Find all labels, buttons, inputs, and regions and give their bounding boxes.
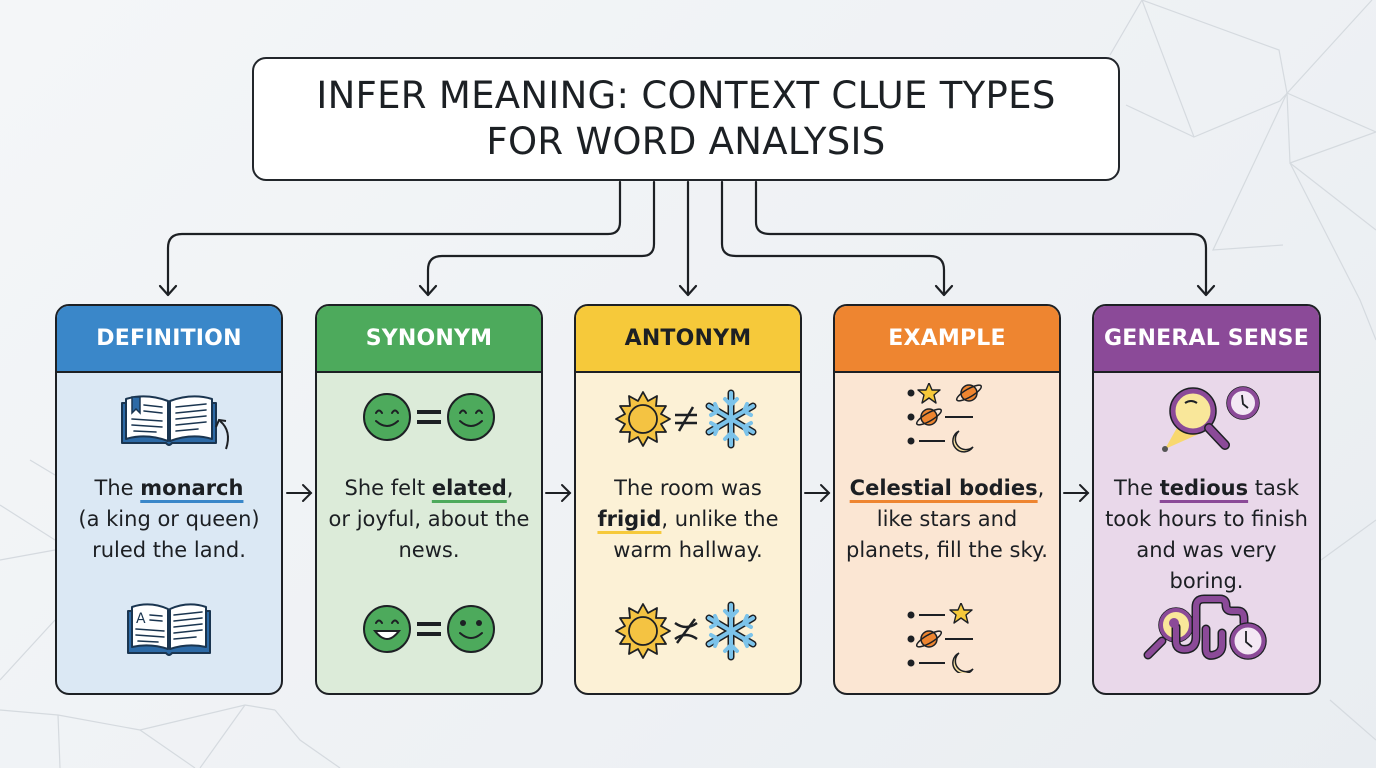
keyword-monarch: monarch <box>140 476 244 500</box>
synonym-example-sentence: She felt elated, or joyful, about the ne… <box>328 476 530 562</box>
card-header-definition: DEFINITION <box>57 306 281 373</box>
card-definition: DEFINITION The monarch (a king or q <box>55 304 283 695</box>
title-line-1: INFER MEANING: CONTEXT CLUE TYPES <box>316 74 1056 117</box>
magnifier-winding-path-clock-icon <box>1143 594 1267 660</box>
title-box: INFER MEANING: CONTEXT CLUE TYPES FOR WO… <box>252 57 1120 181</box>
card-general-sense: GENERAL SENSE The tedious task took hour… <box>1092 304 1321 695</box>
title-line-2: FOR WORD ANALYSIS <box>486 120 886 163</box>
card-antonym: ANTONYM The room wa <box>574 304 802 695</box>
right-arrow-icon <box>545 484 572 502</box>
right-arrow-icon <box>804 484 831 502</box>
card-example: EXAMPLE Celestial bodies, like stars and… <box>833 304 1061 695</box>
right-arrow-icon <box>1063 484 1090 502</box>
open-book-bookmark-icon <box>121 395 229 450</box>
open-book-letter-icon: A <box>127 603 211 656</box>
card-synonym: SYNONYM She felt elated, or joyful, abou… <box>315 304 543 695</box>
sun-not-equal-snowflake-icon <box>615 389 757 449</box>
right-arrow-icon <box>286 484 313 502</box>
svg-text:A: A <box>136 611 146 627</box>
card-header-example: EXAMPLE <box>835 306 1059 373</box>
card-header-synonym: SYNONYM <box>317 306 541 373</box>
sun-not-equivalent-snowflake-icon <box>615 601 757 661</box>
page-title: INFER MEANING: CONTEXT CLUE TYPES FOR WO… <box>296 73 1075 165</box>
card-label: DEFINITION <box>96 326 242 351</box>
keyword-celestial-bodies: Celestial bodies <box>849 476 1038 500</box>
definition-example-sentence: The monarch (a king or queen) ruled the … <box>78 476 260 562</box>
bulleted-star-planet-moon-list-icon <box>907 383 983 453</box>
keyword-tedious: tedious <box>1159 476 1249 500</box>
card-header-general-sense: GENERAL SENSE <box>1094 306 1319 373</box>
card-header-antonym: ANTONYM <box>576 306 800 373</box>
card-label: GENERAL SENSE <box>1104 326 1309 351</box>
antonym-example-sentence: The room was frigid, unlike the warm hal… <box>597 476 779 562</box>
general-sense-example-sentence: The tedious task took hours to finish an… <box>1105 476 1308 593</box>
card-label: EXAMPLE <box>888 326 1006 351</box>
smiley-equals-smiley-icon <box>363 393 495 441</box>
grin-equals-smile-icon <box>363 605 495 653</box>
card-label: ANTONYM <box>624 326 752 351</box>
card-label: SYNONYM <box>365 326 493 351</box>
keyword-elated: elated <box>431 476 507 500</box>
bulleted-star-planet-moon-list-icon <box>907 603 974 673</box>
keyword-frigid: frigid <box>597 507 662 531</box>
example-example-sentence: Celestial bodies, like stars and planets… <box>846 476 1048 562</box>
magnifier-clock-icon <box>1161 386 1260 452</box>
